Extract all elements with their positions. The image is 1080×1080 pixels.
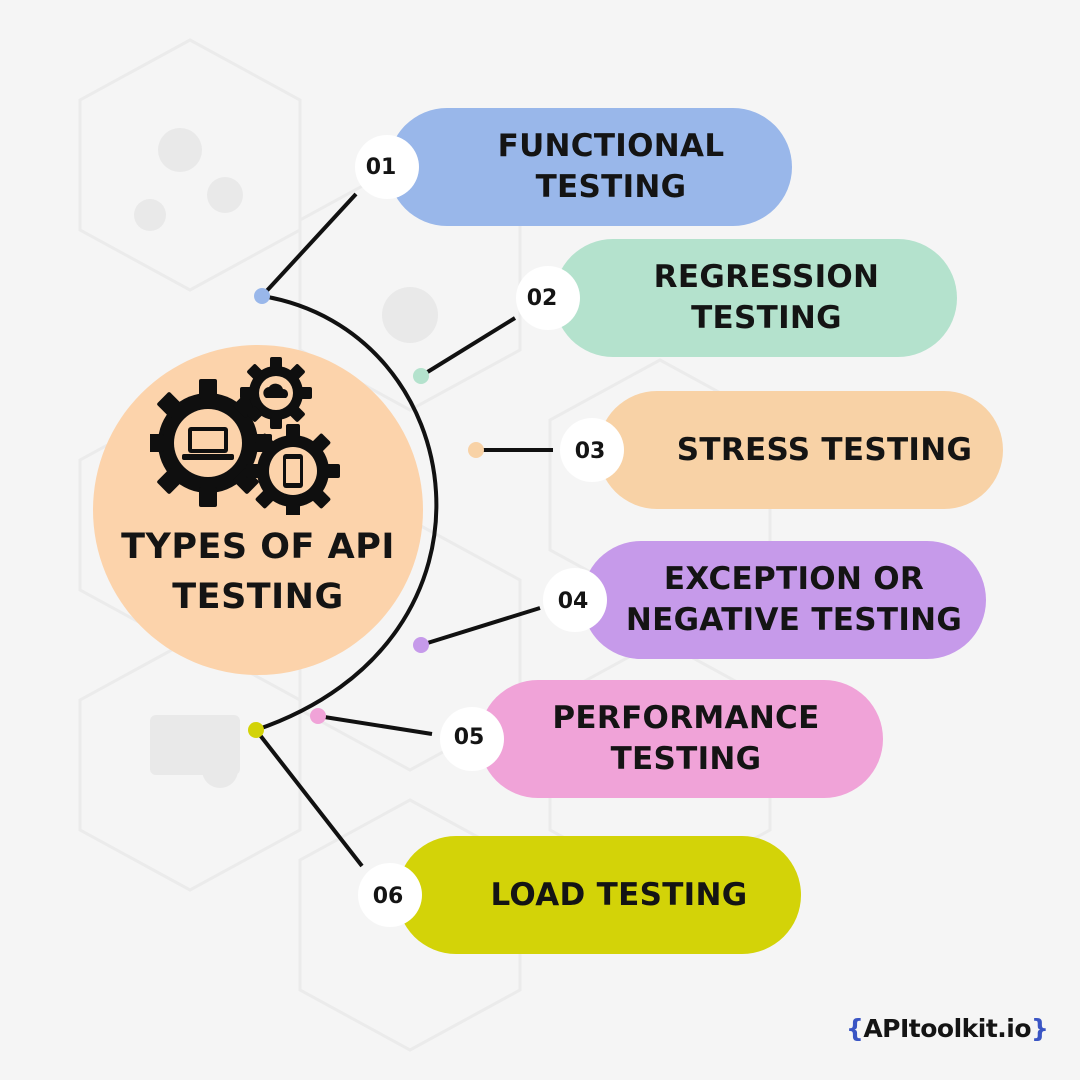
connector-line-04 bbox=[420, 606, 541, 647]
pill-label: PERFORMANCE TESTING bbox=[552, 700, 820, 777]
pill-regression-testing: REGRESSION TESTING bbox=[554, 239, 957, 357]
hub-title: TYPES OF API TESTING bbox=[121, 527, 395, 617]
pill-label: REGRESSION TESTING bbox=[653, 259, 880, 336]
number-notch bbox=[358, 863, 422, 927]
step-number: 04 bbox=[557, 589, 589, 614]
pill-label: STRESS TESTING bbox=[676, 431, 973, 468]
logo-brace-open: { bbox=[846, 1014, 864, 1043]
pill-exception-negative-testing: EXCEPTION OR NEGATIVE TESTING bbox=[582, 541, 986, 659]
pill-label: EXCEPTION OR NEGATIVE TESTING bbox=[625, 561, 963, 638]
connector-line-06 bbox=[254, 728, 364, 868]
pill-performance-testing: PERFORMANCE TESTING bbox=[479, 680, 883, 798]
connector-line-05 bbox=[317, 714, 433, 736]
number-notch bbox=[560, 418, 624, 482]
pill-load-testing: LOAD TESTING bbox=[397, 836, 801, 954]
pill-label: LOAD TESTING bbox=[490, 876, 748, 913]
step-number: 01 bbox=[365, 155, 397, 180]
pill-label: FUNCTIONAL TESTING bbox=[497, 128, 725, 205]
gear-phone-icon bbox=[246, 424, 340, 515]
step-number: 05 bbox=[453, 725, 485, 750]
gear-laptop-icon bbox=[150, 379, 272, 507]
logo-brace-close: } bbox=[1031, 1014, 1049, 1043]
step-number: 06 bbox=[372, 884, 404, 909]
number-notch bbox=[440, 707, 504, 771]
connector-arc bbox=[255, 294, 439, 732]
apitoolkit-logo: {APItoolkit.io} bbox=[846, 1014, 1049, 1043]
node-dot-05 bbox=[310, 708, 326, 724]
connector-line-02 bbox=[419, 316, 517, 378]
logo-text: APItoolkit.io bbox=[863, 1014, 1032, 1043]
pill-stress-testing: STRESS TESTING bbox=[598, 391, 1003, 509]
gear-cloud-icon bbox=[240, 357, 312, 429]
gears-illustration bbox=[150, 357, 340, 515]
number-notch bbox=[543, 568, 607, 632]
number-notch bbox=[355, 135, 419, 199]
pill-functional-testing: FUNCTIONAL TESTING bbox=[388, 108, 792, 226]
step-number: 03 bbox=[574, 439, 606, 464]
step-number: 02 bbox=[526, 286, 558, 311]
node-dot-04 bbox=[413, 637, 429, 653]
number-notch bbox=[516, 266, 580, 330]
connector-line-01 bbox=[260, 192, 358, 298]
node-dot-02 bbox=[413, 368, 429, 384]
node-dot-01 bbox=[254, 288, 270, 304]
node-dot-06 bbox=[248, 722, 264, 738]
node-dot-03 bbox=[468, 442, 484, 458]
